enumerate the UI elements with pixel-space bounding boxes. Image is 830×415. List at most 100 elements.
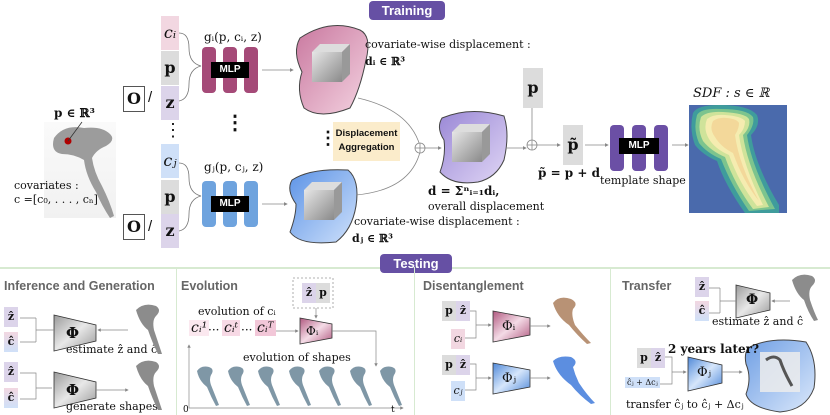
evolution-shape-icon	[288, 366, 311, 406]
dis-shape-blue-icon	[553, 356, 595, 404]
p-tilde-eq: p̃ = p + d	[538, 166, 600, 180]
seq-dots-2: ···	[241, 323, 253, 337]
slash-top: /	[148, 89, 153, 106]
mlp-template-label: MLP	[619, 138, 659, 154]
phi-encoder-inference	[53, 314, 97, 352]
evolution-shape-icon	[258, 366, 280, 406]
tr-delta-input: ĉⱼ + Δcⱼ	[625, 377, 660, 388]
function-gj: gⱼ(p, cⱼ, z)	[204, 160, 264, 174]
brace-top	[178, 32, 202, 102]
phi-i-label: Φᵢ	[306, 324, 319, 338]
token-z-top: z	[161, 86, 179, 120]
inference-shape-icon-2	[136, 360, 162, 410]
overall-text: overall displacement	[428, 200, 545, 213]
seq-c-T: cᵢᵀ	[255, 320, 276, 336]
disp-top-eq: dᵢ ∈ ℝ³	[365, 55, 406, 68]
covariates-label: covariates :	[14, 179, 79, 192]
phi-decoder-generation	[53, 371, 97, 409]
aggregation-line2: Aggregation	[338, 142, 395, 153]
token-p-residual: p	[523, 68, 543, 108]
tr-estimate-label: estimate ẑ and ĉ	[712, 315, 804, 328]
generate-label: generate shapes	[66, 400, 158, 413]
dis-phi-j-label: Φⱼ	[502, 371, 517, 386]
phi-j-transfer	[687, 356, 723, 392]
phi-j-disentangle	[492, 362, 531, 395]
mlp-top-label: MLP	[211, 62, 249, 78]
source-shape-icon	[53, 121, 114, 218]
disentanglement-title: Disentanglement	[423, 279, 524, 293]
evolution-p: p	[316, 283, 330, 303]
phi-i-evolution	[299, 317, 333, 345]
testing-label: Testing	[380, 254, 452, 273]
phi-encoder-transfer	[735, 284, 771, 319]
mlp-top: MLP	[202, 47, 258, 93]
vertical-dots-mlp: ⋮	[225, 110, 245, 134]
evolution-shape-icon	[227, 366, 250, 406]
template-shape-label: template shape 𝒯	[600, 174, 698, 187]
training-label: Training	[369, 1, 445, 20]
displacement-aggregation-box: Displacement Aggregation	[333, 122, 400, 161]
axis-origin: 0	[183, 405, 189, 415]
evolution-of-shapes-label: evolution of shapes	[243, 351, 351, 364]
evolution-of-c-label: evolution of cᵢ	[198, 305, 276, 318]
inference-z-hat-2: ẑ	[4, 362, 18, 382]
point-label: p ∈ ℝ³	[54, 106, 95, 120]
dis-c-i: cᵢ	[451, 329, 465, 349]
training-connections	[262, 25, 689, 244]
tr-c-hat: ĉ	[695, 301, 709, 321]
dis-z-hat-2: ẑ	[456, 355, 470, 375]
token-cj: cⱼ	[161, 144, 179, 178]
panel-divider-1	[176, 267, 177, 415]
dis-shape-brown-icon	[553, 297, 591, 344]
function-gi: gᵢ(p, cᵢ, z)	[204, 30, 262, 44]
estimate-label: estimate ẑ and ĉ	[66, 343, 158, 356]
phi-i-disentangle	[492, 310, 531, 343]
tr-phi-j-label: Φⱼ	[697, 365, 712, 380]
seq-c-t: cᵢᵗ	[222, 320, 241, 336]
cube-pink	[312, 44, 350, 82]
dis-p-2: p	[442, 355, 456, 375]
tr-question: 2 years later?	[668, 342, 760, 356]
tr-z-hat: ẑ	[695, 277, 709, 297]
axis-end: t	[391, 405, 395, 415]
aggregation-line1: Displacement	[335, 128, 398, 139]
covariates-equation: c =[c₀, . . . , cₙ]	[14, 193, 98, 206]
sdf-label: SDF : s ∈ ℝ	[693, 86, 770, 101]
sdf-heatmap	[689, 105, 787, 213]
mlp-template: MLP	[610, 125, 670, 171]
cube-purple	[452, 124, 490, 162]
overall-eq: d = Σⁿᵢ₌₁dᵢ,	[428, 184, 500, 198]
tr-z-hat-2: ẑ	[651, 348, 665, 368]
inference-c-hat-2: ĉ	[4, 388, 18, 408]
tr-phi-label: Φ	[746, 292, 759, 308]
inference-title: Inference and Generation	[4, 279, 155, 293]
evolution-shape-icon	[380, 366, 402, 406]
vertical-dots-agg: ⋮	[319, 128, 337, 149]
mlp-bottom: MLP	[202, 181, 258, 227]
token-p-top: p	[161, 51, 179, 85]
disp-bottom-eq: dⱼ ∈ ℝ³	[352, 232, 393, 245]
panel-divider-2	[414, 267, 415, 415]
evolution-title: Evolution	[181, 279, 238, 293]
dis-p-1: p	[442, 301, 456, 321]
tr-p: p	[637, 348, 651, 368]
mlp-bottom-label: MLP	[211, 196, 249, 212]
phi-label-1: Φ	[66, 324, 80, 342]
vertical-dots-tokens: ⋮	[164, 120, 182, 141]
evolution-shape-icon	[197, 366, 219, 406]
brace-bottom	[178, 162, 202, 232]
tr-shape-icon	[792, 274, 818, 321]
tr-transfer-label: transfer ĉⱼ to ĉⱼ + Δcⱼ	[626, 398, 744, 411]
transfer-title: Transfer	[622, 279, 672, 293]
phi-label-2: Φ	[66, 381, 80, 399]
token-z-bottom: z	[161, 214, 179, 248]
disp-bottom-text: covariate-wise displacement :	[354, 215, 520, 228]
o-box-top: O	[123, 86, 145, 112]
dis-z-hat-1: ẑ	[456, 301, 470, 321]
dis-phi-i-label: Φᵢ	[502, 319, 516, 334]
dis-c-j: cⱼ	[451, 381, 465, 401]
inference-z-hat-1: ẑ	[4, 307, 18, 327]
token-p-tilde: p̃	[563, 125, 583, 165]
evolution-shape-icon	[349, 366, 372, 406]
cube-blue	[304, 182, 342, 220]
